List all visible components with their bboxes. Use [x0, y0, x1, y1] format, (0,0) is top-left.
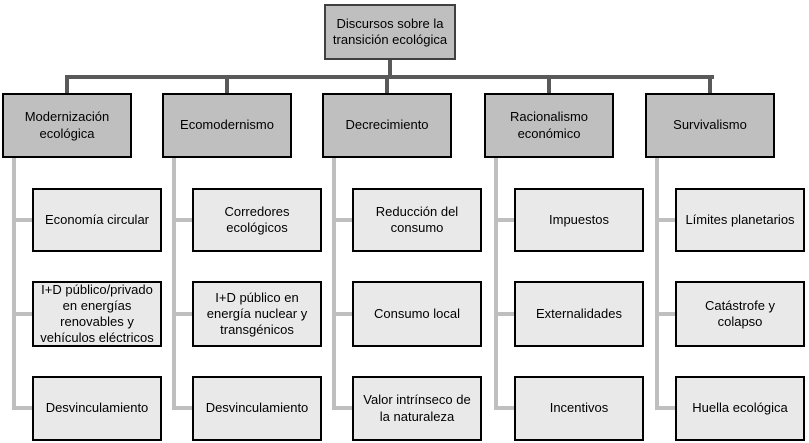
- connector-child-stub: [172, 312, 194, 316]
- connector-drop-branch-2: [225, 79, 229, 93]
- child-node: Desvinculamiento: [192, 376, 322, 441]
- connector-child-stub: [172, 218, 194, 222]
- branch-column-modernizacion-ecologica: Modernización ecológica Economía circula…: [2, 0, 162, 443]
- child-node: Consumo local: [352, 281, 482, 347]
- connector-child-stub: [655, 218, 677, 222]
- branch-column-decrecimiento: Decrecimiento Reducción del consumo Cons…: [322, 0, 482, 443]
- connector-child-stub: [12, 218, 34, 222]
- child-node: Catástrofe y colapso: [675, 281, 805, 347]
- connector-child-stub: [332, 218, 354, 222]
- connector-drop-branch-3: [385, 79, 389, 93]
- child-node: Corredores ecológicos: [192, 188, 322, 252]
- child-node: Impuestos: [514, 188, 644, 252]
- connector-bus: [65, 75, 714, 79]
- connector-child-stub: [332, 406, 354, 410]
- child-node: Límites planetarios: [675, 188, 805, 252]
- branch-node: Decrecimiento: [322, 93, 452, 158]
- connector-branch-vline: [172, 158, 176, 410]
- connector-branch-vline: [655, 158, 659, 410]
- child-node: Reducción del consumo: [352, 188, 482, 252]
- branch-column-survivalismo: Survivalismo Límites planetarios Catástr…: [645, 0, 805, 443]
- connector-child-stub: [12, 312, 34, 316]
- connector-child-stub: [655, 406, 677, 410]
- connector-child-stub: [494, 406, 516, 410]
- connector-drop-branch-4: [547, 79, 551, 93]
- connector-child-stub: [494, 218, 516, 222]
- branch-node: Survivalismo: [645, 93, 775, 158]
- branch-column-ecomodernismo: Ecomodernismo Corredores ecológicos I+D …: [162, 0, 322, 443]
- branch-node: Ecomodernismo: [162, 93, 292, 158]
- connector-root-drop: [388, 60, 392, 77]
- child-node: I+D público/privado en energías renovabl…: [32, 281, 162, 347]
- branch-node: Racionalismo económico: [484, 93, 614, 158]
- connector-drop-branch-1: [65, 79, 69, 93]
- connector-branch-vline: [12, 158, 16, 410]
- branch-column-racionalismo-economico: Racionalismo económico Impuestos Externa…: [484, 0, 644, 443]
- connector-child-stub: [12, 406, 34, 410]
- connector-child-stub: [655, 312, 677, 316]
- child-node: I+D público en energía nuclear y transgé…: [192, 281, 322, 347]
- connector-branch-vline: [494, 158, 498, 410]
- child-node: Huella ecológica: [675, 376, 805, 441]
- child-node: Incentivos: [514, 376, 644, 441]
- branch-node: Modernización ecológica: [2, 93, 132, 158]
- connector-drop-branch-5: [708, 79, 712, 93]
- child-node: Valor intrínseco de la naturaleza: [352, 376, 482, 441]
- connector-child-stub: [494, 312, 516, 316]
- child-node: Externalidades: [514, 281, 644, 347]
- child-node: Desvinculamiento: [32, 376, 162, 441]
- root-node: Discursos sobre la transición ecológica: [324, 4, 456, 60]
- connector-child-stub: [172, 406, 194, 410]
- connector-child-stub: [332, 312, 354, 316]
- connector-branch-vline: [332, 158, 336, 410]
- child-node: Economía circular: [32, 188, 162, 252]
